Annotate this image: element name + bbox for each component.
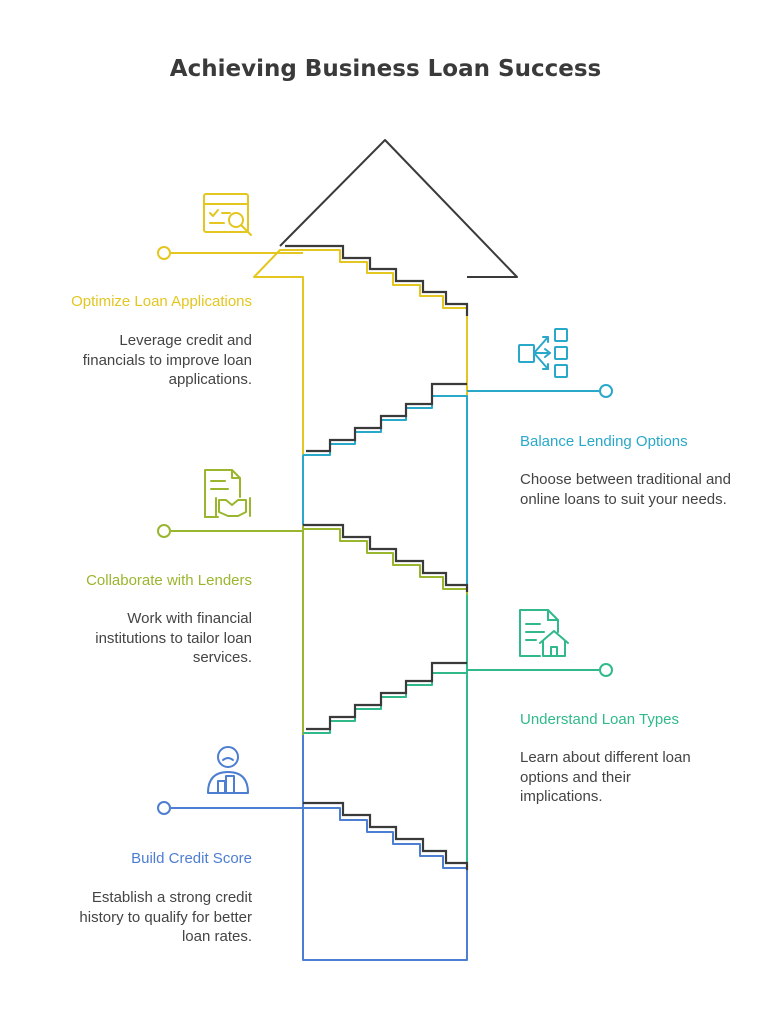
- connector-optimize: [157, 246, 303, 260]
- step-title-balance: Balance Lending Options: [520, 433, 688, 450]
- step-description-build: Establish a strong credit history to qua…: [79, 889, 252, 945]
- step-title-understand: Understand Loan Types: [520, 711, 680, 728]
- step-title-build: Build Credit Score: [131, 850, 252, 867]
- step-title-collaborate: Collaborate with Lenders: [86, 572, 252, 589]
- user-credit-chart-icon: [207, 746, 249, 794]
- branching-options-icon: [518, 328, 568, 378]
- segment-understand: [303, 595, 613, 868]
- step-description-understand: Learn about different loan options and t…: [520, 749, 691, 805]
- arrow-head-outline: [279, 139, 518, 278]
- segment-build: [157, 735, 468, 961]
- contract-handshake-icon: [204, 469, 251, 518]
- stairs-shadow-understand: [306, 661, 467, 731]
- page-title: Achieving Business Loan Success: [169, 56, 602, 82]
- step-description-collaborate: Work with financial institutions to tail…: [95, 610, 252, 666]
- document-house-icon: [519, 609, 569, 657]
- stairs-shadow-collaborate: [303, 523, 469, 592]
- stairs-shadow-build: [303, 801, 469, 870]
- step-title-optimize: Optimize Loan Applications: [71, 293, 252, 310]
- step-description-optimize: Leverage credit and financials to improv…: [82, 332, 252, 388]
- step-description-balance: Choose between traditional and online lo…: [520, 471, 731, 508]
- checklist-search-icon: [203, 193, 252, 236]
- segment-optimize: [253, 249, 468, 455]
- stairs-shadow-balance: [306, 382, 467, 453]
- stairs-shadow-optimize: [285, 244, 469, 316]
- segment-collaborate: [157, 524, 468, 735]
